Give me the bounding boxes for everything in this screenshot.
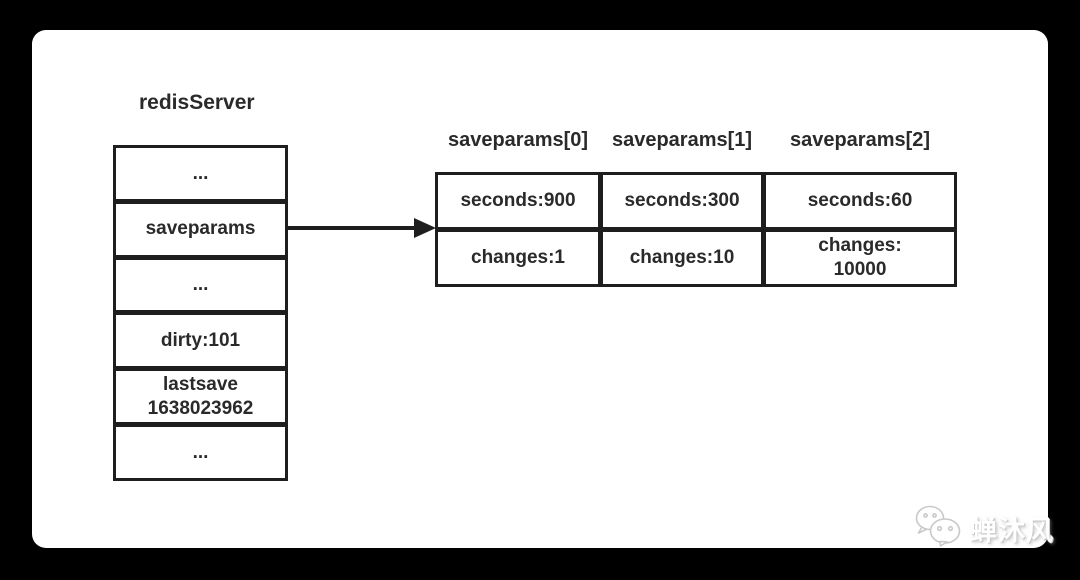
redis-server-struct-table: ... saveparams ... dirty:101 lastsave 16… [113,145,288,481]
saveparams2-seconds: seconds:60 [766,175,954,227]
struct-field-ellipsis-2: ... [116,259,285,311]
saveparams0-changes: changes:1 [438,232,598,284]
wechat-logo-icon [913,505,961,552]
struct-field-lastsave: lastsave 1638023962 [116,371,285,423]
saveparams-arrow-line [288,226,418,230]
saveparams-header-1: saveparams[1] [611,129,753,151]
struct-field-ellipsis-3: ... [116,427,285,478]
struct-field-dirty: dirty:101 [116,315,285,367]
watermark: 蝉沐风 [913,505,1054,552]
saveparams-header-2: saveparams[2] [789,129,931,151]
saveparams2-changes: changes: 10000 [766,232,954,284]
saveparams1-changes: changes:10 [603,232,761,284]
saveparams-header-0: saveparams[0] [447,129,589,151]
saveparams-arrow-head-icon [414,218,436,238]
saveparams-array-table: seconds:900 seconds:300 seconds:60 chang… [435,172,957,287]
saveparams0-seconds: seconds:900 [438,175,598,227]
struct-field-saveparams: saveparams [116,203,285,255]
struct-field-ellipsis-1: ... [116,148,285,199]
saveparams-array-headers: saveparams[0] saveparams[1] saveparams[2… [435,129,957,152]
saveparams1-seconds: seconds:300 [603,175,761,227]
redis-server-title: redisServer [139,91,255,114]
watermark-text: 蝉沐风 [970,516,1054,546]
